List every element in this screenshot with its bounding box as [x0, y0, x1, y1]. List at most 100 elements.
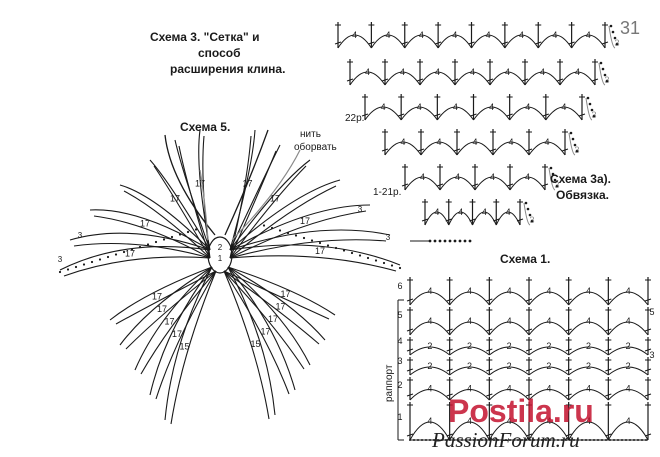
- svg-text:4: 4: [400, 137, 405, 147]
- svg-text:4: 4: [525, 172, 530, 182]
- svg-text:4: 4: [352, 30, 357, 40]
- svg-text:4: 4: [417, 102, 422, 112]
- svg-text:4: 4: [453, 102, 458, 112]
- svg-text:2: 2: [626, 361, 631, 371]
- svg-text:17: 17: [275, 302, 285, 312]
- svg-text:17: 17: [260, 327, 270, 337]
- svg-text:17: 17: [164, 317, 174, 327]
- svg-text:2: 2: [427, 341, 432, 351]
- svg-text:4: 4: [626, 316, 631, 326]
- svg-text:4: 4: [505, 67, 510, 77]
- scheme3-row-label-1-21: 1-21р.: [373, 187, 402, 198]
- svg-text:2: 2: [467, 341, 472, 351]
- svg-text:4: 4: [626, 384, 631, 394]
- svg-text:4: 4: [525, 102, 530, 112]
- svg-text:4: 4: [586, 384, 591, 394]
- scheme3a-title-line1: Схема 3а).: [550, 172, 611, 186]
- svg-text:4: 4: [507, 416, 512, 426]
- svg-text:4: 4: [467, 384, 472, 394]
- svg-text:4: 4: [420, 172, 425, 182]
- svg-text:4: 4: [489, 102, 494, 112]
- svg-text:4: 4: [586, 30, 591, 40]
- svg-text:4: 4: [546, 384, 551, 394]
- scheme3-title-line3: расширения клина.: [170, 62, 286, 76]
- svg-text:4: 4: [626, 416, 631, 426]
- svg-text:4: 4: [467, 286, 472, 296]
- svg-text:3: 3: [604, 75, 609, 85]
- svg-text:5: 5: [649, 307, 654, 317]
- svg-text:4: 4: [427, 416, 432, 426]
- svg-text:4: 4: [419, 30, 424, 40]
- svg-text:17: 17: [280, 289, 290, 299]
- svg-text:15: 15: [250, 339, 260, 349]
- svg-text:4: 4: [586, 286, 591, 296]
- svg-text:4: 4: [427, 316, 432, 326]
- svg-text:4: 4: [386, 30, 391, 40]
- scheme3-title-line2: способ: [198, 46, 241, 60]
- svg-text:3: 3: [386, 233, 391, 242]
- svg-text:2: 2: [546, 341, 551, 351]
- svg-text:4: 4: [467, 416, 472, 426]
- svg-text:4: 4: [472, 137, 477, 147]
- svg-text:4: 4: [400, 67, 405, 77]
- svg-text:17: 17: [270, 194, 280, 204]
- svg-text:3: 3: [358, 205, 363, 214]
- svg-text:4: 4: [586, 416, 591, 426]
- svg-text:4: 4: [435, 67, 440, 77]
- svg-text:17: 17: [125, 249, 135, 259]
- svg-text:4: 4: [586, 316, 591, 326]
- scheme3-title-line1: Схема 3. "Сетка" и: [150, 30, 260, 44]
- antenna-right: [224, 129, 269, 236]
- svg-text:3: 3: [78, 231, 83, 240]
- svg-text:17: 17: [300, 216, 310, 226]
- scheme3a-title-line2: Обвязка.: [556, 188, 609, 202]
- svg-text:4: 4: [508, 137, 513, 147]
- scheme1-title: Схема 1.: [500, 252, 551, 266]
- svg-text:3: 3: [58, 255, 63, 264]
- svg-text:17: 17: [315, 246, 325, 256]
- svg-text:4: 4: [507, 384, 512, 394]
- butterfly-body: [207, 236, 233, 274]
- page-number: 31: [620, 18, 641, 38]
- svg-text:3: 3: [397, 356, 402, 366]
- svg-text:17: 17: [157, 304, 167, 314]
- svg-text:4: 4: [397, 336, 402, 346]
- svg-text:4: 4: [544, 137, 549, 147]
- svg-text:3: 3: [649, 350, 654, 360]
- antenna-left: [164, 134, 216, 236]
- svg-text:2: 2: [427, 361, 432, 371]
- svg-text:15: 15: [179, 342, 189, 352]
- scheme5-note-line1: нить: [300, 129, 321, 140]
- svg-text:4: 4: [507, 286, 512, 296]
- svg-text:4: 4: [490, 172, 495, 182]
- svg-text:4: 4: [434, 207, 439, 217]
- svg-text:17: 17: [172, 329, 182, 339]
- svg-text:2: 2: [586, 341, 591, 351]
- svg-text:4: 4: [381, 102, 386, 112]
- svg-text:4: 4: [427, 286, 432, 296]
- svg-text:4: 4: [507, 316, 512, 326]
- svg-text:4: 4: [626, 286, 631, 296]
- svg-text:4: 4: [546, 286, 551, 296]
- svg-text:17: 17: [268, 314, 278, 324]
- svg-text:4: 4: [561, 102, 566, 112]
- svg-text:4: 4: [486, 30, 491, 40]
- svg-text:1: 1: [397, 412, 402, 422]
- svg-text:4: 4: [365, 67, 370, 77]
- svg-text:3: 3: [529, 215, 534, 225]
- svg-text:2: 2: [507, 341, 512, 351]
- svg-text:4: 4: [506, 207, 511, 217]
- svg-text:4: 4: [470, 67, 475, 77]
- svg-text:4: 4: [436, 137, 441, 147]
- svg-text:4: 4: [458, 207, 463, 217]
- svg-text:2: 2: [397, 380, 402, 390]
- svg-text:2: 2: [546, 361, 551, 371]
- svg-text:17: 17: [140, 219, 150, 229]
- watermark-passionforum: PassionForum.ru: [432, 428, 580, 452]
- svg-text:4: 4: [427, 384, 432, 394]
- scheme3-row-label-22: 22р.: [345, 113, 365, 124]
- svg-text:17: 17: [170, 194, 180, 204]
